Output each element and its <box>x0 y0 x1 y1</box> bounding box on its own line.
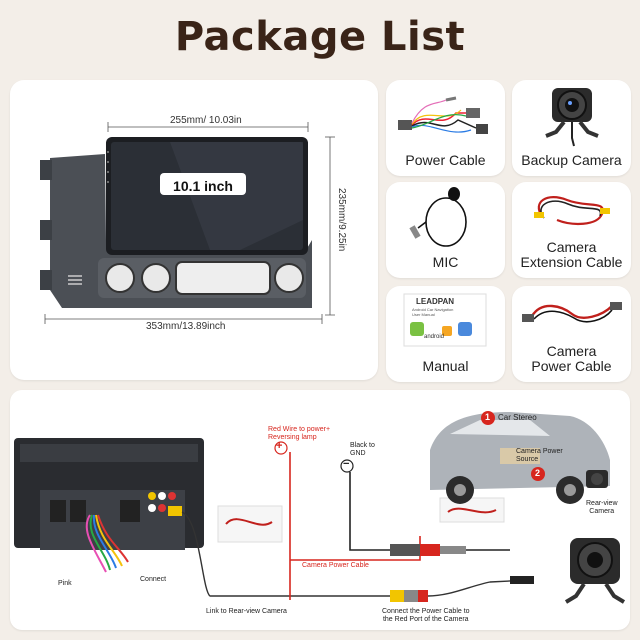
plus-symbol: + <box>276 440 283 452</box>
screen-size-label: 10.1 inch <box>173 178 233 194</box>
page-title: Package List <box>174 14 466 60</box>
manual-icon <box>403 293 487 347</box>
marker-2: 2 <box>535 468 541 478</box>
camera-power-cable-icon <box>522 302 622 323</box>
mic-label: MIC <box>432 254 459 270</box>
label-link-rear-view: Link to Rear-view Camera <box>206 608 287 615</box>
minus-symbol: − <box>343 458 350 470</box>
wiring-diagram <box>14 411 626 604</box>
head-unit-card: 10.1 inch 255mm/ 10.03in 235mm/9.25in 35… <box>10 80 378 380</box>
manual-label: Manual <box>422 358 469 374</box>
camera-power-cable-label: Camera Power Cable <box>531 343 612 374</box>
bottom-dimension: 353mm/13.89inch <box>146 321 226 332</box>
backup-camera-icon <box>545 88 599 147</box>
label-red-wire: Red Wire to power+ Reversing lamp <box>268 426 331 441</box>
extension-cable-label: Camera Extension Cable <box>520 239 623 270</box>
head-unit-illustration <box>40 122 335 324</box>
power-cable-label: Power Cable <box>405 152 486 168</box>
label-connect-power-cable: Connect the Power Cable to the Red Port … <box>382 608 470 623</box>
manual-brand: LEADPAN <box>416 297 455 306</box>
side-dimension: 235mm/9.25in <box>336 188 347 252</box>
manual-android-text: android <box>424 334 445 340</box>
label-black-gnd: Black to GND <box>350 442 375 457</box>
item-manual: LEADPAN Android Car Navigation User Manu… <box>386 286 505 382</box>
label-car-stereo: Car Stereo <box>498 413 537 422</box>
item-power-cable: Power Cable <box>386 80 505 176</box>
label-rear-view-camera: Rear-view Camera <box>586 500 618 515</box>
top-dimension: 255mm/ 10.03in <box>170 115 242 126</box>
item-backup-camera: Backup Camera <box>512 80 631 176</box>
marker-1: 1 <box>485 412 491 422</box>
label-connect: Connect <box>140 576 167 583</box>
item-mic: MIC <box>386 182 505 278</box>
backup-camera-label: Backup Camera <box>521 152 622 168</box>
wiring-diagram-card: Pink Connect Link to Rear-view Camera Re… <box>10 390 630 630</box>
mic-icon <box>409 187 467 247</box>
power-cable-icon <box>398 96 488 134</box>
extension-cable-icon <box>534 196 610 226</box>
manual-subtitle: Android Car Navigation User Manual <box>412 307 454 317</box>
label-pink: Pink <box>58 580 72 587</box>
item-camera-power-cable: Camera Power Cable <box>512 286 631 382</box>
item-extension-cable: Camera Extension Cable <box>512 182 631 278</box>
label-camera-power-source: Camera Power Source <box>516 448 563 463</box>
label-camera-power-cable: Camera Power Cable <box>302 562 369 569</box>
